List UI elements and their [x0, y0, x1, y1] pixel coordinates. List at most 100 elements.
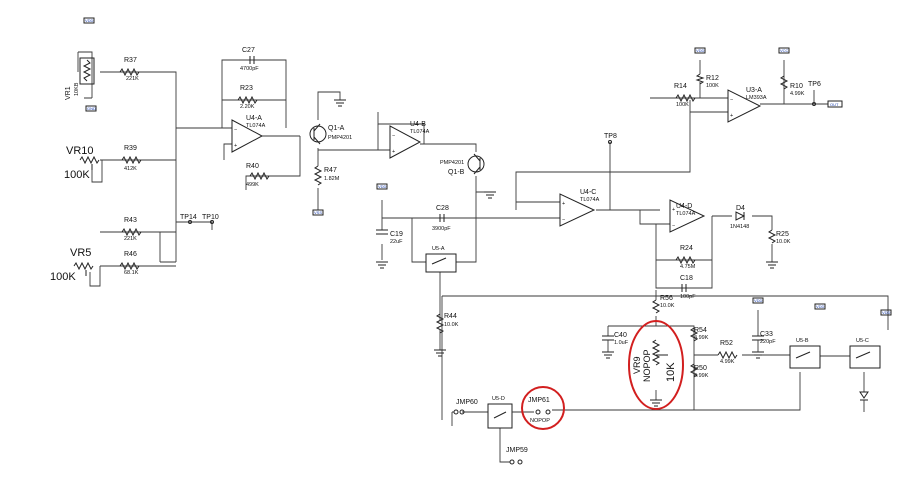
wires: [77, 51, 889, 463]
r37-resistor: R37 221K: [119, 57, 140, 82]
r44-value: 10.0K: [444, 322, 459, 328]
vss-net-q1a: VSS: [312, 209, 324, 216]
gnd-symbol-r44: [434, 349, 446, 357]
u4d-part: TL074A: [676, 211, 696, 217]
vr10-value: 100K: [64, 169, 90, 181]
u4c-opamp: + − U4-C TL074A: [559, 189, 600, 227]
gnd-symbol-c33: [752, 340, 764, 359]
r54-value: 4.99K: [694, 335, 709, 341]
c18-capacitor: C18 100pF: [680, 275, 696, 300]
r24-resistor: R24 4.75M: [675, 245, 696, 270]
tp6-testpoint: TP6: [808, 81, 821, 106]
r12-label: R12: [706, 75, 719, 82]
vr1-label: VR1: [65, 86, 72, 100]
svg-text:+: +: [672, 207, 675, 213]
c19-capacitor: C19 22uF: [376, 229, 403, 245]
u5c-label: U5-C: [856, 338, 869, 344]
u4b-opamp: − + U4-B TL074A: [389, 121, 430, 159]
r43-value: 221K: [124, 236, 137, 242]
u4d-opamp: + − U4-D TL074A: [669, 199, 706, 233]
r23-value: 2.20K: [240, 104, 255, 110]
r46-resistor: R46 68.1K: [119, 251, 140, 276]
u5b-label: U5-B: [796, 338, 809, 344]
r50-value: 4.99K: [694, 373, 709, 379]
vdd-net-u5c: VDD: [880, 309, 892, 316]
d4-label: D4: [736, 205, 745, 212]
r40-label: R40: [246, 163, 259, 170]
q1a-part: PMP4201: [328, 135, 352, 141]
r47-value: 1.82M: [324, 176, 340, 182]
c27-value: 4700pF: [240, 66, 259, 72]
u4b-label: U4-B: [410, 121, 426, 128]
vcc-net-r10: VCC: [778, 47, 790, 54]
vr10-label: VR10: [66, 145, 94, 157]
tp10-testpoint: TP10: [202, 214, 219, 224]
r25-value: 10.0K: [776, 239, 791, 245]
jmp61-highlight-circle: [521, 386, 565, 430]
svg-text:−: −: [234, 127, 237, 133]
r44-label: R44: [444, 313, 457, 320]
r14-label: R14: [674, 83, 687, 90]
r56-resistor: R56 10.0K: [651, 295, 675, 314]
u5c-switch: U5-C: [849, 338, 881, 369]
u5d-label: U5-D: [492, 396, 505, 402]
c40-label: C40: [614, 332, 627, 339]
r43-label: R43: [124, 217, 137, 224]
r52-value: 4.99K: [720, 359, 735, 365]
vdd-net-c33: VDD: [752, 297, 764, 304]
u5d-switch: U5-D: [487, 396, 513, 429]
r46-value: 68.1K: [124, 270, 139, 276]
svg-text:VDD: VDD: [754, 298, 763, 303]
led-diode-u5c: [859, 391, 869, 412]
u5b-switch: U5-B: [789, 338, 821, 369]
svg-text:−: −: [562, 217, 565, 223]
r24-label: R24: [680, 245, 693, 252]
c18-label: C18: [680, 275, 693, 282]
r25-label: R25: [776, 231, 789, 238]
d4-diode: D4 1N4148: [730, 205, 749, 230]
r12-resistor: R12 100K: [695, 73, 719, 89]
q1b-transistor: PMP4201 Q1-B: [440, 153, 485, 176]
svg-text:GND: GND: [87, 106, 96, 111]
svg-text:+: +: [234, 143, 237, 149]
tp14-label: TP14: [180, 214, 197, 221]
c28-label: C28: [436, 205, 449, 212]
c28-value: 3900pF: [432, 226, 451, 232]
q1a-transistor: Q1-A PMP4201: [309, 123, 352, 145]
vr5-potentiometer: VR5 100K: [50, 247, 94, 283]
u4c-part: TL074A: [580, 197, 600, 203]
c19-label: C19: [390, 231, 403, 238]
c40-capacitor: C40 1.0uF: [602, 332, 629, 346]
u3a-part: LM393A: [746, 95, 767, 101]
c33-capacitor: C33 220pF: [752, 331, 776, 345]
u4b-part: TL074A: [410, 129, 430, 135]
r14-value: 100K: [676, 102, 689, 108]
jmp59-label: JMP59: [506, 447, 528, 454]
gnd-symbol-c19: [376, 261, 388, 269]
gnd-net-vr1: GND: [85, 105, 97, 112]
u5a-label: U5-A: [432, 246, 445, 252]
r25-resistor: R25 10.0K: [767, 229, 791, 245]
r10-value: 4.99K: [790, 91, 805, 97]
vdd-net-u5b: VDD: [814, 303, 826, 310]
vr10-potentiometer: VR10 100K: [64, 145, 100, 181]
svg-text:VDD: VDD: [882, 310, 891, 315]
r46-label: R46: [124, 251, 137, 258]
u4a-part: TL074A: [246, 123, 266, 129]
vdd-net-c19: VDD: [376, 183, 388, 190]
r54-resistor: R54 4.99K: [689, 327, 709, 342]
tp6-label: TP6: [808, 81, 821, 88]
jmp60-jumper: JMP60: [451, 399, 478, 426]
jmp61-label: JMP61: [528, 397, 550, 404]
u4c-label: U4-C: [580, 189, 596, 196]
r23-resistor: R23 2.20K: [237, 85, 258, 110]
jmp59-jumper: JMP59: [506, 447, 528, 465]
tp8-label: TP8: [604, 133, 617, 140]
r47-resistor: R47 1.82M: [313, 165, 340, 186]
r52-label: R52: [720, 340, 733, 347]
jmp60-label: JMP60: [456, 399, 478, 406]
svg-text:−: −: [730, 97, 733, 103]
r56-label: R56: [660, 295, 673, 302]
u3a-comparator: − + U3-A LM393A: [727, 87, 767, 123]
r52-resistor: R52 4.99K: [717, 340, 738, 365]
